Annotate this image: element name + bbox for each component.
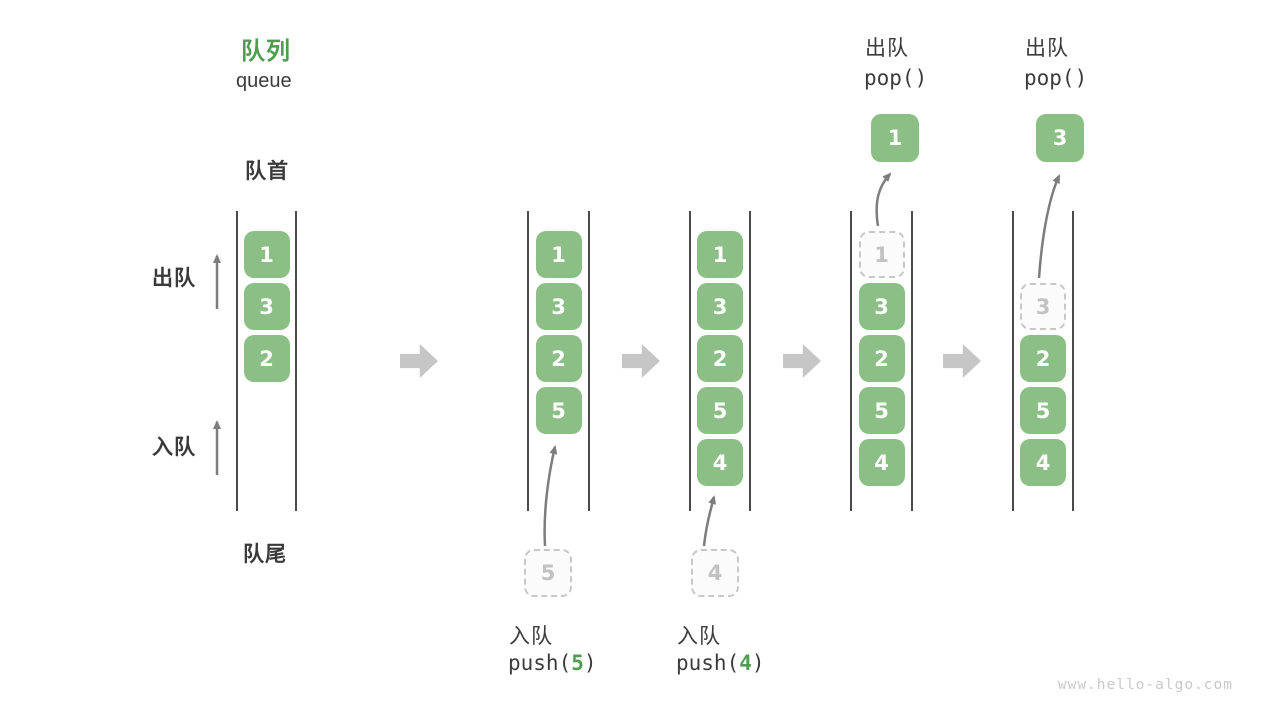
- incoming-item-ghost: 4: [691, 549, 739, 597]
- queue-wall-right: [1072, 211, 1074, 511]
- step-arrow-icon: [622, 344, 660, 378]
- incoming-item-ghost: 5: [524, 549, 572, 597]
- queue-wall-right: [588, 211, 590, 511]
- step-arrow-icon: [400, 344, 438, 378]
- enqueue-op-code: push(5): [508, 651, 597, 675]
- queue-wall-right: [295, 211, 297, 511]
- queue-wall-left: [236, 211, 238, 511]
- enqueue-arg-value: 5: [571, 651, 584, 675]
- queue-item-box: 2: [1020, 335, 1066, 382]
- pop-arrow-1: [875, 172, 892, 227]
- queue-item-ghost: 1: [858, 231, 905, 278]
- dequeue-op-code: pop(): [1024, 66, 1088, 90]
- queue-item-box: 3: [697, 283, 743, 330]
- queue-wall-right: [911, 211, 913, 511]
- queue-item-box: 4: [697, 439, 743, 486]
- enqueue-op-label: 入队: [677, 625, 721, 648]
- step-arrow-icon: [783, 344, 821, 378]
- diagram-title-zh: 队列: [241, 38, 291, 65]
- diagram-title-en: queue: [236, 70, 292, 92]
- queue-wall-left: [1012, 211, 1014, 511]
- queue-item-box: 3: [243, 283, 290, 330]
- dequeue-op-code: pop(): [864, 66, 928, 90]
- label-enqueue-direction: 入队: [152, 436, 196, 459]
- queue-item-box: 5: [1020, 387, 1066, 434]
- queue-item-box: 2: [535, 335, 582, 382]
- step-arrow-icon: [943, 344, 981, 378]
- enqueue-op-label: 入队: [509, 625, 553, 648]
- site-watermark: www.hello-algo.com: [1057, 677, 1233, 693]
- queue-item-box: 5: [535, 387, 582, 434]
- queue-item-box: 2: [697, 335, 743, 382]
- queue-item-box: 2: [858, 335, 905, 382]
- enqueue-op-code: push(4): [676, 651, 765, 675]
- queue-item-box: 1: [697, 231, 743, 278]
- queue-wall-left: [689, 211, 691, 511]
- queue-item-box: 3: [535, 283, 582, 330]
- queue-wall-left: [850, 211, 852, 511]
- label-dequeue-direction: 出队: [152, 267, 196, 290]
- pop-arrow-3: [1037, 174, 1061, 279]
- label-queue-front: 队首: [245, 160, 289, 183]
- queue-item-box: 5: [858, 387, 905, 434]
- queue-wall-right: [749, 211, 751, 511]
- popped-item-box: 3: [1036, 114, 1084, 162]
- dequeue-op-label: 出队: [865, 37, 909, 60]
- label-queue-rear: 队尾: [243, 543, 287, 566]
- queue-item-box: 4: [858, 439, 905, 486]
- queue-item-ghost: 3: [1020, 283, 1066, 330]
- push-arrow-4: [702, 495, 717, 547]
- queue-item-box: 1: [243, 231, 290, 278]
- queue-item-box: 2: [243, 335, 290, 382]
- queue-item-box: 3: [858, 283, 905, 330]
- queue-item-box: 1: [535, 231, 582, 278]
- dequeue-op-label: 出队: [1025, 37, 1069, 60]
- queue-item-box: 5: [697, 387, 743, 434]
- queue-item-box: 4: [1020, 439, 1066, 486]
- push-arrow-5: [543, 445, 558, 547]
- popped-item-box: 1: [871, 114, 919, 162]
- queue-wall-left: [527, 211, 529, 511]
- enqueue-arg-value: 4: [739, 651, 752, 675]
